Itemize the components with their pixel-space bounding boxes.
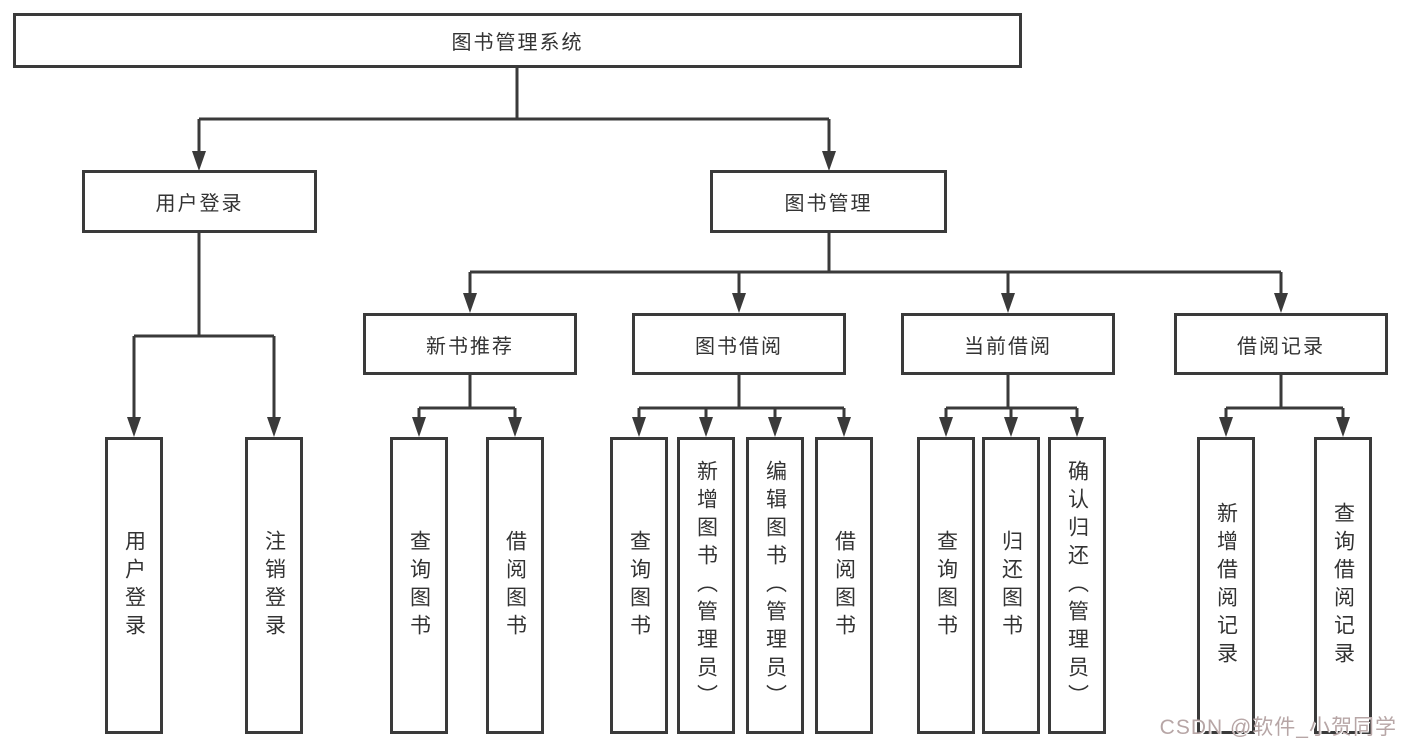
leaf-newbook-query-books: 查询图书 — [390, 437, 448, 734]
leaf-newbook-borrow-books: 借阅图书 — [486, 437, 544, 734]
leaf-label: 归还图书 — [999, 529, 1023, 642]
leaf-borrow-borrow-books: 借阅图书 — [815, 437, 873, 734]
node-new-book-recommend: 新书推荐 — [363, 313, 577, 375]
node-user-login: 用户登录 — [82, 170, 317, 233]
node-label: 新书推荐 — [426, 335, 514, 358]
leaf-current-query-books: 查询图书 — [917, 437, 975, 734]
leaf-borrow-edit-books-admin: 编辑图书（管理员） — [746, 437, 804, 734]
tree-edges — [132, 68, 1345, 417]
node-book-borrowing: 图书借阅 — [632, 313, 846, 375]
leaf-label: 新增借阅记录 — [1214, 501, 1238, 670]
leaf-user-login: 用户登录 — [105, 437, 163, 734]
leaf-label: 确认归还（管理员） — [1065, 459, 1089, 712]
node-current-borrowing: 当前借阅 — [901, 313, 1115, 375]
leaf-label: 用户登录 — [122, 529, 146, 642]
leaf-label: 查询图书 — [407, 529, 431, 642]
leaf-records-add-borrow-record: 新增借阅记录 — [1197, 437, 1255, 734]
node-borrowing-records: 借阅记录 — [1174, 313, 1388, 375]
leaf-label: 注销登录 — [262, 529, 286, 642]
leaf-records-query-borrow-record: 查询借阅记录 — [1314, 437, 1372, 734]
csdn-watermark: CSDN @软件_小贺同学 — [1159, 716, 1397, 739]
node-label: 借阅记录 — [1237, 335, 1325, 358]
leaf-label: 新增图书（管理员） — [694, 459, 718, 712]
leaf-current-return-books: 归还图书 — [982, 437, 1040, 734]
leaf-borrow-add-books-admin: 新增图书（管理员） — [677, 437, 735, 734]
node-book-management: 图书管理 — [710, 170, 947, 233]
leaf-current-confirm-return-admin: 确认归还（管理员） — [1048, 437, 1106, 734]
leaf-label: 查询图书 — [934, 529, 958, 642]
leaf-borrow-query-books: 查询图书 — [610, 437, 668, 734]
node-label: 图书管理系统 — [451, 32, 584, 54]
arrowheads — [127, 151, 1350, 437]
leaf-label: 借阅图书 — [832, 529, 856, 642]
node-label: 图书管理 — [784, 193, 873, 215]
node-label: 图书借阅 — [695, 335, 783, 358]
leaf-logout: 注销登录 — [245, 437, 303, 734]
leaf-label: 查询图书 — [627, 529, 651, 642]
leaf-label: 编辑图书（管理员） — [763, 459, 787, 712]
leaf-label: 查询借阅记录 — [1331, 501, 1355, 670]
node-root-library-system: 图书管理系统 — [13, 13, 1022, 68]
leaf-label: 借阅图书 — [503, 529, 527, 642]
node-label: 当前借阅 — [964, 335, 1052, 358]
node-label: 用户登录 — [155, 193, 244, 215]
